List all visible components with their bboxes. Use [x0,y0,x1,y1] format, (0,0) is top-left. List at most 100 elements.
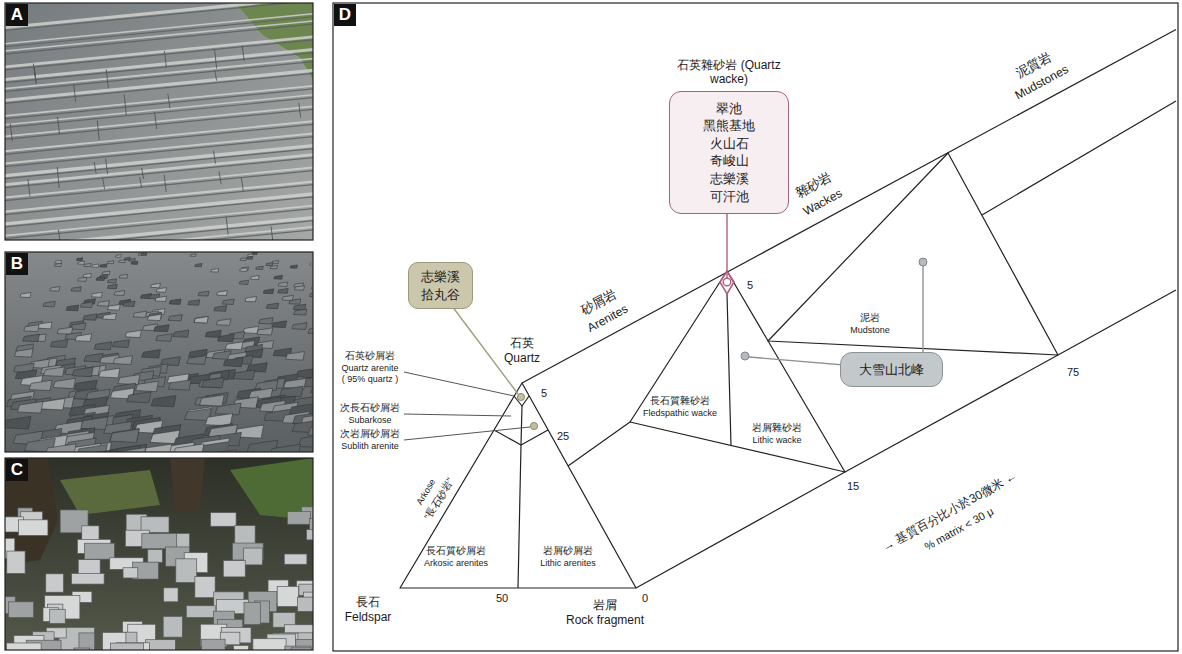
photo-cliff [168,94,170,108]
field-label: Sublith arenite [341,441,399,451]
photo-rubble [164,588,178,602]
photo-scree [239,280,248,284]
panel-letter: B [6,253,28,275]
photo-rubble [9,602,34,618]
field-label: 長石 [356,596,380,610]
percent-value: 5 [747,279,753,292]
photo-rubble [202,639,225,650]
photo-rubble [6,643,41,650]
field-label: Lithic arenites [540,558,596,568]
photo-cliff [5,3,313,240]
photo-scree [190,254,196,257]
panel-frame [5,252,313,452]
photo-scree [97,301,109,307]
panel-letter: D [334,4,356,26]
photo-scree [294,309,307,315]
field-label: ( 95% quartz ) [342,374,399,384]
photo-scree [100,264,107,267]
panel-frame [5,3,1178,651]
photo-scree [78,261,85,264]
photo-scree [75,334,92,342]
photo-scree [266,303,278,309]
photo-scree [257,328,273,335]
field-label: Mudstone [850,325,890,335]
photo-scree [274,275,283,279]
photo-cliff [94,162,96,174]
photo-scree [99,368,120,378]
photo-rubble [148,549,163,562]
photo-rubble [277,586,298,606]
photo-scree [293,304,306,310]
photo-scree [278,289,289,294]
photo-scree [199,395,224,406]
photo-scree [173,444,204,452]
field-label: 長石質雜砂岩 [650,395,710,407]
photo-rubble [284,554,307,564]
field-label: 長石質砂屑岩 [426,545,486,557]
photo-cliff [5,70,313,100]
photo-rubble [123,568,138,578]
sample-dot [530,422,537,429]
field-label: 次岩屑砂屑岩 [340,428,400,440]
photo-scree [156,288,166,293]
photo-scree [107,284,117,289]
photo-scree [112,340,129,348]
photo-scree [24,325,39,332]
photo-rubble [163,616,182,637]
photo-cliff [299,103,301,118]
panel-letter: A [6,4,28,26]
photo-scree [50,340,67,348]
classification-prism [630,271,845,472]
photo-cliff [28,179,30,196]
photo-scree [136,381,159,391]
photo-cliff [5,227,313,240]
photo-cliff [106,69,108,88]
photo-scree [127,392,151,403]
photo-scree [141,253,147,256]
photo-cliff [5,24,313,54]
classification-prism [400,30,1176,589]
percent-value: 25 [557,430,569,443]
field-label: Quartz arenite [341,363,398,373]
field-label: Feldspar [345,611,392,625]
callout-box: 翠池 黑熊基地 火山石 奇峻山 志樂溪 可汗池 [669,91,789,214]
photo-scree [218,334,235,342]
photo-rubble [5,507,313,650]
percent-value: 75 [1067,366,1079,379]
photo-scree [5,252,313,452]
photo-scree [202,378,224,388]
photo-scree [54,263,61,266]
photo-rubble [170,458,205,512]
photo-rubble [244,548,263,565]
photo-scree [110,429,139,442]
photo-rubble [146,640,176,650]
leader-line [404,372,514,396]
panel-letter: C [6,459,28,481]
photo-scree [5,416,31,429]
photo-scree [272,321,287,328]
photo-cliff [242,46,244,61]
classification-prism [982,101,1176,215]
photo-rubble [307,530,313,540]
classification-prism [518,445,521,588]
field-label: Lithic wacke [752,435,801,445]
photo-rubble [223,561,245,577]
sample-dot [517,393,524,400]
photo-scree [222,299,234,304]
photo-rubble [186,606,215,618]
site-callout: 志樂溪 拾丸谷 [408,262,473,309]
photo-scree [76,445,107,452]
photo-scree [263,289,274,294]
classification-prism [521,406,522,445]
photo-cliff [58,117,60,135]
classification-prism [727,294,731,446]
field-label: Quartz [504,352,540,366]
photo-scree [278,282,288,286]
photo-scree [29,380,52,390]
photo-scree [43,301,55,307]
sample-dot [741,352,749,360]
photo-scree [168,380,191,390]
photo-scree [78,277,87,281]
classification-prism [768,153,1058,355]
